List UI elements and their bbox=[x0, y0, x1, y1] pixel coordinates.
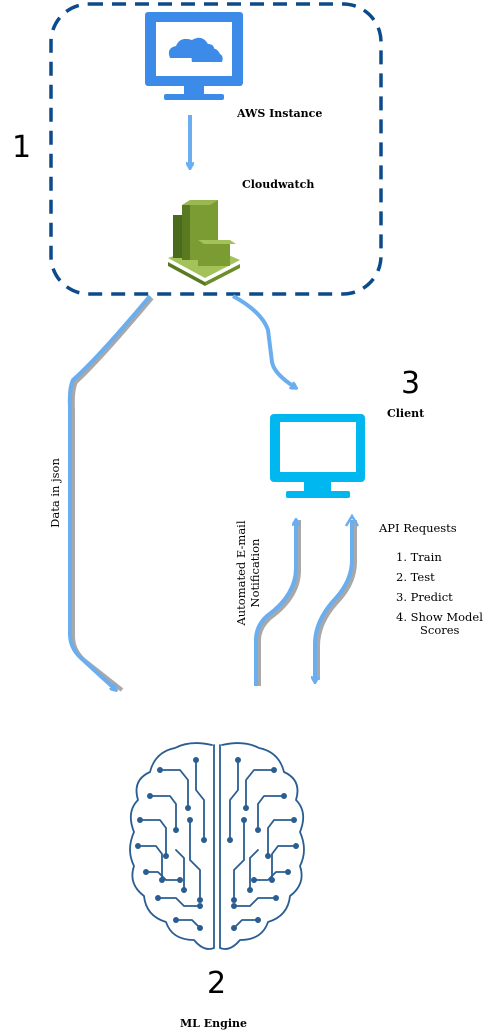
aws-instance-label: AWS Instance bbox=[237, 107, 323, 120]
api-item-train: 1. Train bbox=[396, 550, 442, 564]
client-number-3: 3 bbox=[401, 366, 421, 401]
ml-engine-label: ML Engine bbox=[180, 1017, 247, 1030]
arrow-api-requests-up-head bbox=[344, 513, 360, 527]
api-item-scores: Scores bbox=[420, 623, 460, 637]
email-notification-label: Automated E-mail Notification bbox=[234, 518, 262, 628]
api-requests-label: API Requests bbox=[379, 521, 457, 535]
data-in-json-label: Data in json bbox=[48, 458, 62, 528]
email-notification-line1: Automated E-mail bbox=[234, 520, 248, 626]
arrow-data-json bbox=[67, 294, 152, 690]
region-number-1: 1 bbox=[12, 130, 32, 165]
client-label: Client bbox=[387, 407, 425, 420]
brain-nodes bbox=[135, 757, 299, 931]
arrow-email-notification bbox=[254, 520, 296, 686]
cloudwatch-label: Cloudwatch bbox=[242, 178, 315, 191]
cloudwatch-icon bbox=[168, 200, 240, 286]
ml-engine-number-2: 2 bbox=[207, 966, 227, 1001]
notification-arrow-shadow bbox=[257, 520, 301, 686]
monitor-cloud-icon bbox=[145, 12, 243, 100]
api-item-show-model: 4. Show Model bbox=[396, 610, 483, 624]
arrow-to-client bbox=[232, 294, 296, 388]
api-request-list: 1. Train 2. Test 3. Predict 4. Show Mode… bbox=[396, 551, 483, 644]
aws-region-border bbox=[49, 2, 383, 296]
api-item-test: 2. Test bbox=[396, 570, 435, 584]
data-json-path-shadow bbox=[70, 296, 154, 692]
email-notification-line2: Notification bbox=[248, 538, 262, 608]
api-arrow-shadow bbox=[316, 520, 357, 680]
monitor-icon bbox=[270, 414, 365, 498]
api-item-predict: 3. Predict bbox=[396, 590, 453, 604]
arrow-api-requests bbox=[315, 520, 354, 682]
circuit-brain-icon bbox=[129, 742, 305, 950]
